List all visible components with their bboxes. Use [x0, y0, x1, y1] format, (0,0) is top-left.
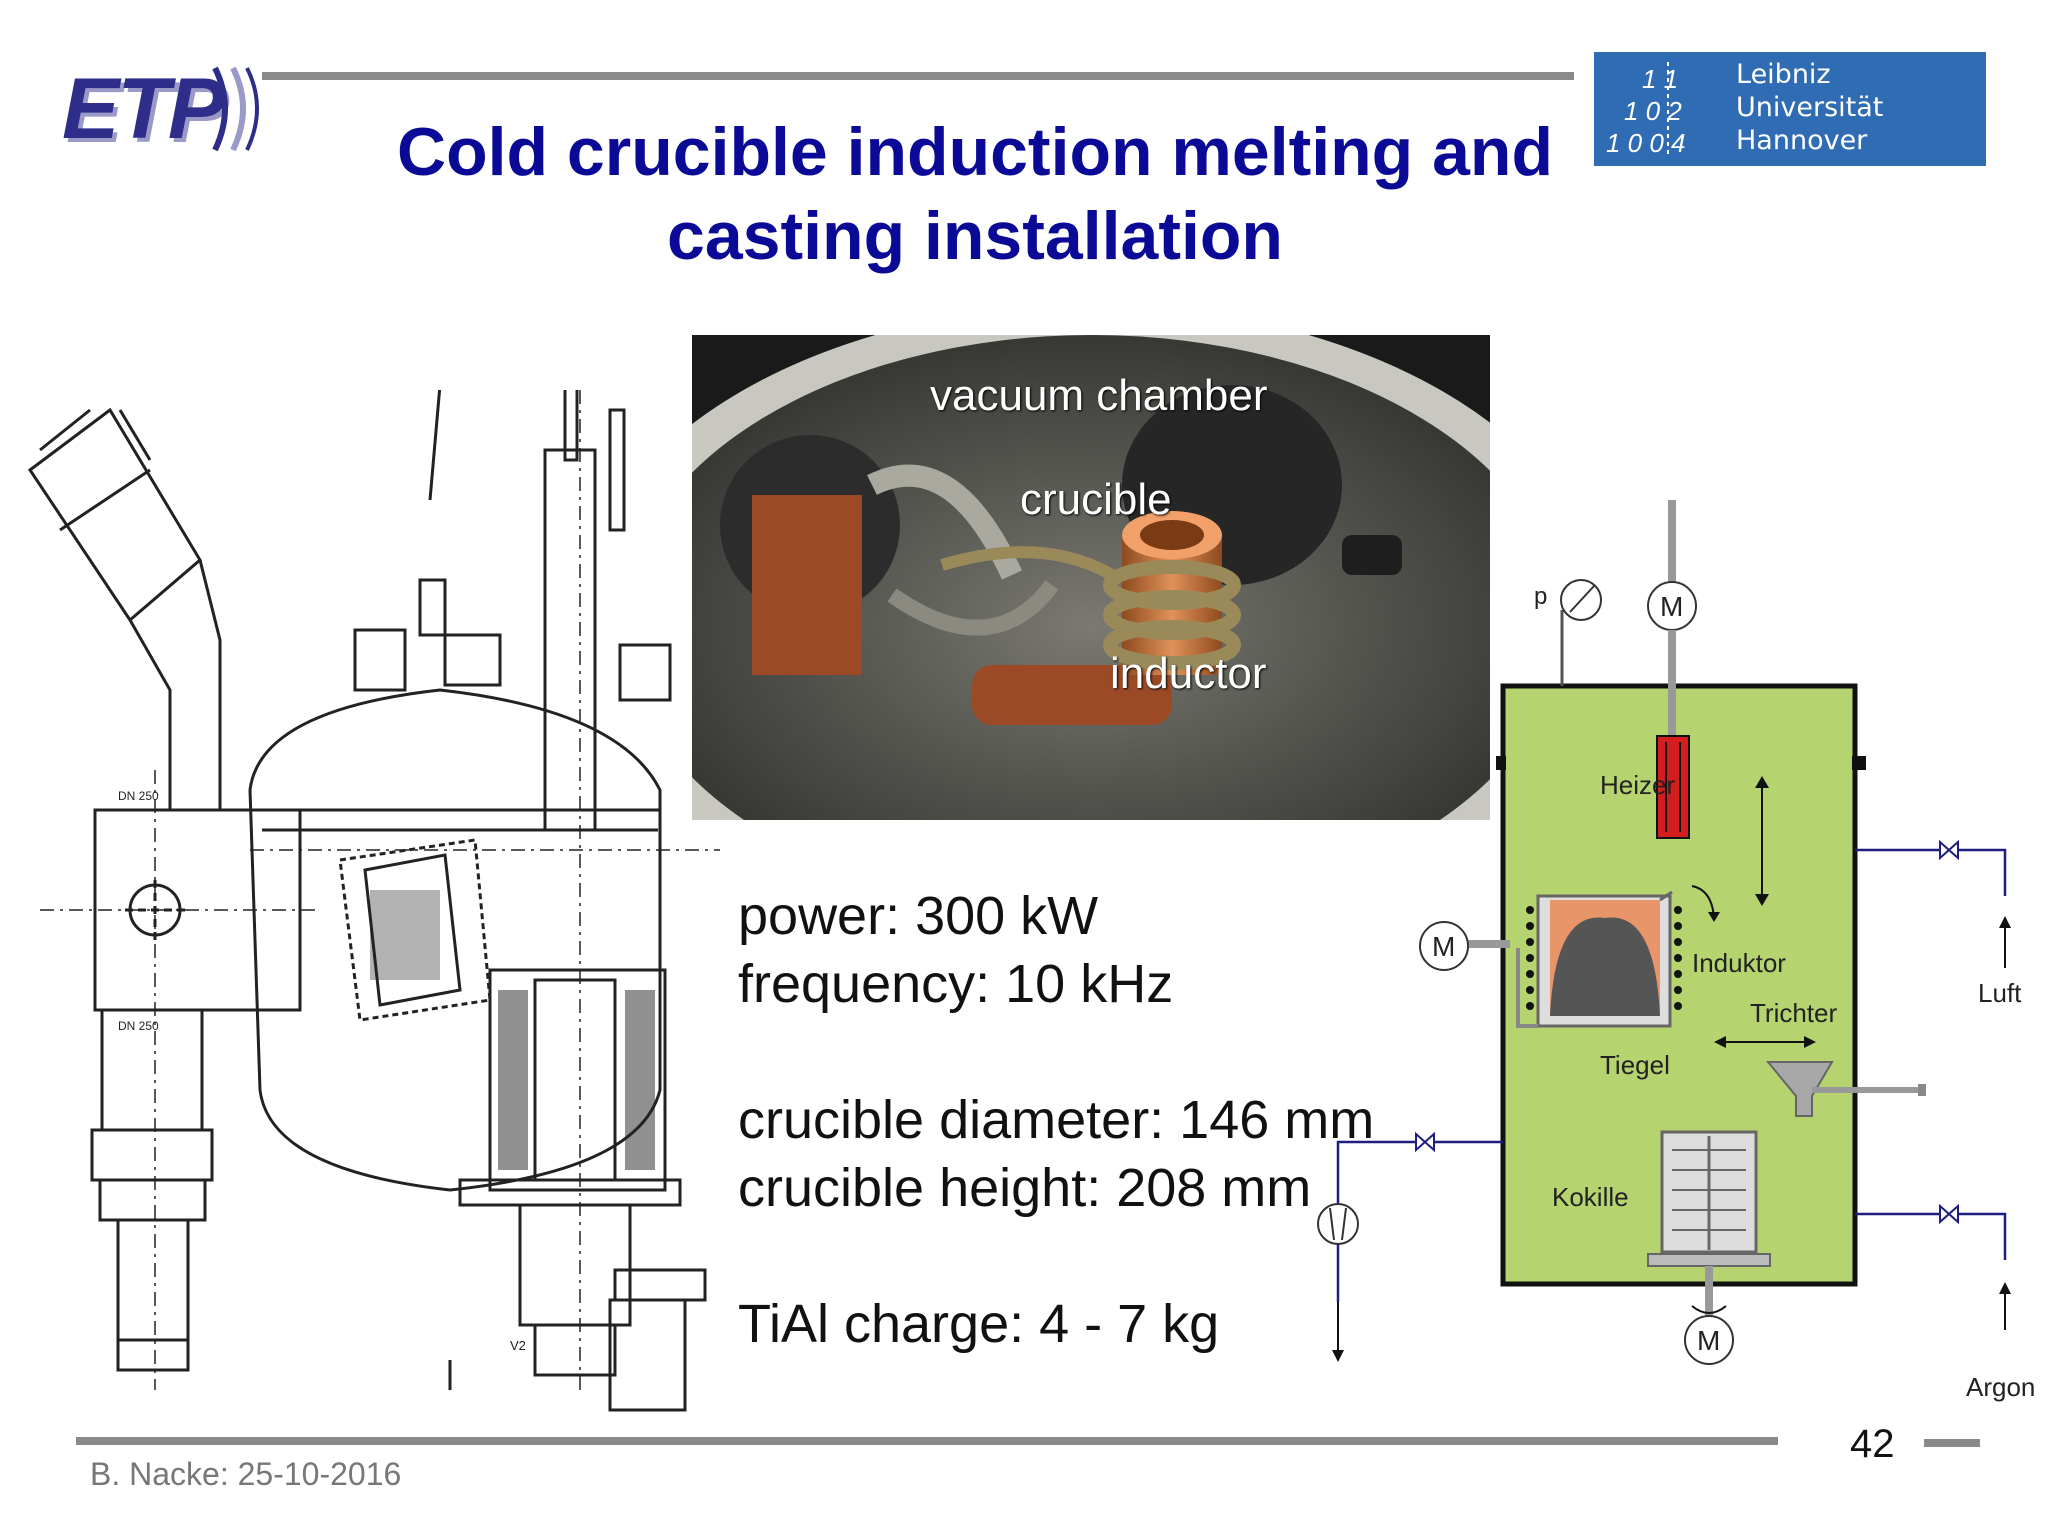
- spec-frequency: frequency: 10 kHz: [738, 954, 1174, 1014]
- label-kokille: Kokille: [1552, 1182, 1629, 1212]
- funnel-trichter: [1765, 1061, 1834, 1117]
- label-trichter: Trichter: [1750, 998, 1837, 1028]
- svg-text:1 0 0 4: 1 0 0 4: [1606, 128, 1686, 158]
- motor-bottom-icon: [1684, 1315, 1734, 1365]
- footer-rule-end: [1924, 1439, 1980, 1447]
- vacuum-pump-icon: [1317, 1203, 1359, 1245]
- drawing-label-dn: DN 250: [118, 1019, 159, 1033]
- valve-air-icon: [1939, 839, 1959, 861]
- svg-text:1 1: 1 1: [1642, 64, 1678, 94]
- photo-label-vacuum-chamber: vacuum chamber: [930, 371, 1268, 420]
- label-motor-left: M: [1432, 931, 1455, 962]
- drawing-label-dn: DN 250: [118, 789, 159, 803]
- page-number: 42: [1850, 1422, 1895, 1466]
- footer-author-date: B. Nacke: 25-10-2016: [90, 1456, 402, 1492]
- university-mark-icon: 1 1 1 0 2 1 0 0 4: [1606, 62, 1686, 158]
- motor-left-icon: [1419, 921, 1469, 971]
- specs-list: power: 300 kW frequency: 10 kHz crucible…: [738, 882, 1374, 1358]
- photo-label-crucible: crucible: [1020, 475, 1172, 524]
- photo-label-inductor: inductor: [1110, 649, 1267, 698]
- heater-element: [1656, 735, 1690, 839]
- slide-title: Cold crucible induction melting and cast…: [396, 114, 1554, 274]
- spec-power: power: 300 kW: [738, 886, 1099, 946]
- header-rule: [262, 72, 1574, 80]
- spec-tial-charge: TiAl charge: 4 - 7 kg: [738, 1294, 1220, 1354]
- label-heizer: Heizer: [1600, 770, 1675, 800]
- chamber-photo-illustration: [692, 335, 1490, 820]
- installation-schematic: p M Heizer M Induktor Trichter Tiegel Ko…: [1317, 500, 2035, 1402]
- vacuum-chamber-photo: vacuum chamber crucible inductor: [692, 335, 1490, 820]
- etp-logo: ETP: [62, 61, 225, 157]
- label-p: p: [1534, 583, 1547, 610]
- spec-crucible-height: crucible height: 208 mm: [738, 1158, 1312, 1218]
- label-argon: Argon: [1966, 1372, 2035, 1402]
- university-name-line: Universität: [1736, 92, 1884, 123]
- university-name-line: Hannover: [1736, 125, 1868, 156]
- university-name-line: Leibniz: [1736, 59, 1831, 90]
- drawing-label-vent: V2: [510, 1338, 526, 1353]
- technical-drawing: DN 250 DN 250 V2: [27, 390, 720, 1412]
- university-logo: 1 1 1 0 2 1 0 0 4 Leibniz Universität Ha…: [1594, 52, 1986, 166]
- etp-logo-brackets-icon: [212, 66, 259, 152]
- valve-pump-icon: [1415, 1131, 1435, 1153]
- label-tiegel: Tiegel: [1600, 1050, 1670, 1080]
- label-luft: Luft: [1978, 978, 2022, 1008]
- spec-crucible-diameter: crucible diameter: 146 mm: [738, 1090, 1375, 1150]
- label-induktor: Induktor: [1692, 948, 1786, 978]
- label-motor-bottom: M: [1697, 1325, 1720, 1356]
- footer-rule: [76, 1437, 1778, 1445]
- label-motor-top: M: [1660, 591, 1683, 622]
- svg-text:1 0 2: 1 0 2: [1624, 96, 1682, 126]
- valve-argon-icon: [1939, 1203, 1959, 1225]
